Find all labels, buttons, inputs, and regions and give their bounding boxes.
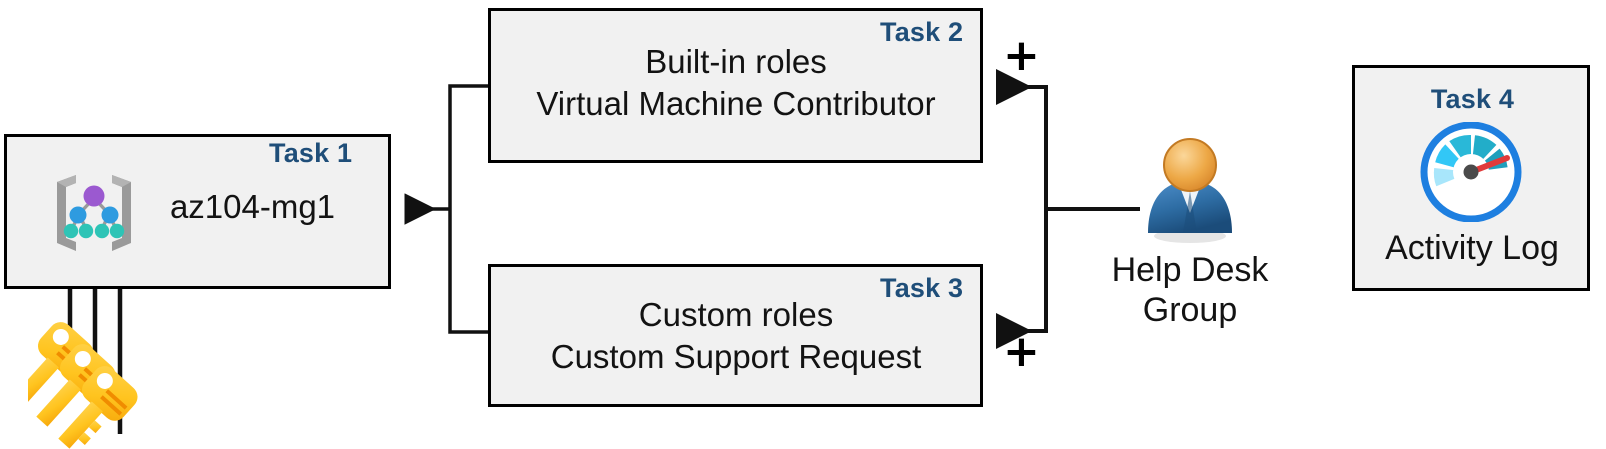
- user-group-icon: [1136, 135, 1244, 245]
- task-4-text: Activity Log: [1385, 229, 1559, 267]
- gauge-icon: [1405, 121, 1537, 223]
- plus-icon-task3: +: [1003, 326, 1040, 377]
- help-desk-group-caption: Help Desk Group: [1111, 251, 1269, 330]
- task-2-label: Task 2: [880, 17, 964, 47]
- task-1-text: az104-mg1: [169, 188, 336, 225]
- task-1-box[interactable]: [4, 134, 391, 289]
- task-1-label: Task 1: [269, 138, 353, 168]
- task-2-text: Built-in roles Virtual Machine Contribut…: [536, 43, 936, 123]
- task-4-label: Task 4: [1430, 84, 1515, 114]
- task-3-box[interactable]: [488, 264, 983, 407]
- key-icon-group: [14, 316, 158, 449]
- key-icon: [14, 322, 138, 449]
- plus-icon-task2: +: [1003, 30, 1040, 81]
- management-group-icon: [48, 163, 140, 258]
- connector-tasks-to-task1: [404, 84, 488, 334]
- task-2-box[interactable]: [488, 8, 983, 163]
- task-3-label: Task 3: [880, 273, 964, 303]
- task-3-text: Custom roles Custom Support Request: [550, 296, 922, 376]
